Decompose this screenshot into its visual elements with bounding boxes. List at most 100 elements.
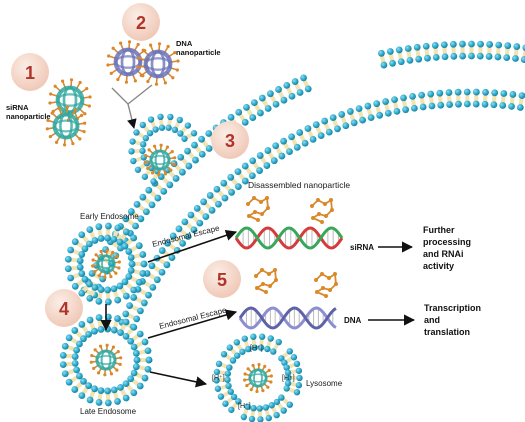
lipid-head: [177, 130, 184, 137]
lipid-head: [376, 111, 384, 119]
ligand-bead: [274, 278, 278, 282]
lipid-head: [265, 414, 272, 422]
lipid-head: [196, 219, 204, 227]
ligand-bead: [119, 356, 123, 360]
ligand-bead: [269, 380, 273, 384]
lipid-heads: [118, 88, 525, 331]
lipid-heads: [213, 360, 242, 413]
lipid-head: [148, 201, 156, 209]
cage-ring: [154, 149, 166, 171]
lipid-head: [127, 375, 135, 383]
ligand-bead: [105, 248, 109, 253]
lipid-head: [152, 126, 159, 133]
lipid-head: [234, 168, 242, 176]
lipid-head: [86, 396, 94, 404]
lipid-head: [158, 124, 166, 131]
lipid-head: [386, 48, 394, 55]
lipid-head: [378, 49, 385, 57]
ligand-bead: [163, 172, 168, 176]
sirna-nanoparticle: [48, 78, 92, 122]
lipid-head: [168, 254, 176, 261]
lipid-head: [256, 405, 263, 412]
lipid-head: [104, 387, 112, 395]
lipid-head: [185, 162, 193, 170]
lipid-head: [122, 332, 130, 340]
lipid-head: [389, 59, 396, 67]
lipid-head: [459, 40, 466, 48]
lipid-head: [110, 235, 118, 243]
ligand-bead: [323, 202, 327, 206]
ligand-bead: [94, 253, 98, 257]
lipid-head: [104, 286, 112, 294]
ligand-bead: [173, 156, 177, 160]
lipid-head: [227, 388, 234, 395]
lipid-head: [380, 61, 388, 69]
outcome-line: and: [424, 315, 440, 325]
lipid-head: [404, 45, 412, 52]
lipid-heads: [278, 348, 303, 396]
lipid-head: [262, 404, 270, 411]
lipid-head: [485, 53, 493, 60]
lipid-head: [290, 354, 298, 361]
lipid-head: [169, 232, 177, 240]
lipid-head: [293, 360, 301, 368]
lipid-head: [110, 326, 118, 334]
dna-helix: [238, 306, 337, 330]
lipid-head: [481, 100, 489, 108]
lipid-head: [142, 135, 150, 142]
lipid-head: [145, 186, 153, 194]
lipid-head: [141, 173, 149, 180]
lipid-head: [97, 387, 105, 394]
ligand-bead: [255, 286, 259, 290]
lipid-head: [334, 125, 341, 133]
ligand-bead: [54, 140, 59, 144]
lipid-head: [266, 90, 274, 98]
ligand-bead: [96, 371, 101, 375]
ligand-bead: [260, 212, 264, 216]
ligand-bead: [310, 204, 314, 208]
lipid-head: [146, 129, 154, 137]
cage-ring: [113, 47, 143, 77]
dna-nanoparticle-label: DNA: [176, 39, 193, 48]
lipid-head: [397, 58, 405, 66]
lipid-head: [148, 262, 156, 270]
lipid-head: [208, 206, 216, 214]
lipid-head: [64, 255, 72, 263]
lipid-head: [65, 334, 73, 342]
ligand-bead: [99, 249, 103, 254]
ligand-bead: [171, 76, 175, 80]
lipid-head: [445, 89, 453, 96]
late-endosome: [59, 313, 153, 407]
ligand-bead: [243, 378, 247, 382]
lipid-head: [384, 109, 392, 117]
ligand-bead: [118, 362, 122, 366]
lipid-head: [264, 147, 272, 154]
proton-label: [H⁺]: [238, 403, 251, 410]
lipid-head: [500, 90, 508, 97]
cage-ring: [56, 93, 84, 107]
arrows: [100, 84, 416, 388]
lipid-head: [164, 239, 172, 247]
late-endosome-label: Late Endosome: [80, 407, 137, 416]
ligand-bead: [78, 137, 82, 141]
ligand-bead: [61, 79, 65, 83]
lipid-head: [78, 251, 86, 258]
lipid-head: [181, 135, 188, 142]
lipid-head: [285, 374, 292, 382]
lipid-head: [229, 357, 237, 364]
lipid-head: [258, 333, 266, 340]
lipid-head: [296, 374, 303, 382]
proton-label: [H⁺]: [212, 375, 225, 382]
ligand-bead: [136, 65, 140, 69]
lipid-head: [64, 265, 72, 273]
lipid-head: [245, 345, 252, 353]
ligand-bead: [116, 77, 120, 82]
lipid-head: [165, 124, 172, 131]
lipid-head: [422, 42, 430, 50]
cage-ring: [253, 368, 263, 388]
ligand-bead: [252, 196, 256, 200]
lipid-head: [91, 385, 98, 393]
lipid-head: [468, 52, 475, 60]
lipid-head: [415, 55, 423, 63]
lipid-head: [117, 383, 124, 391]
